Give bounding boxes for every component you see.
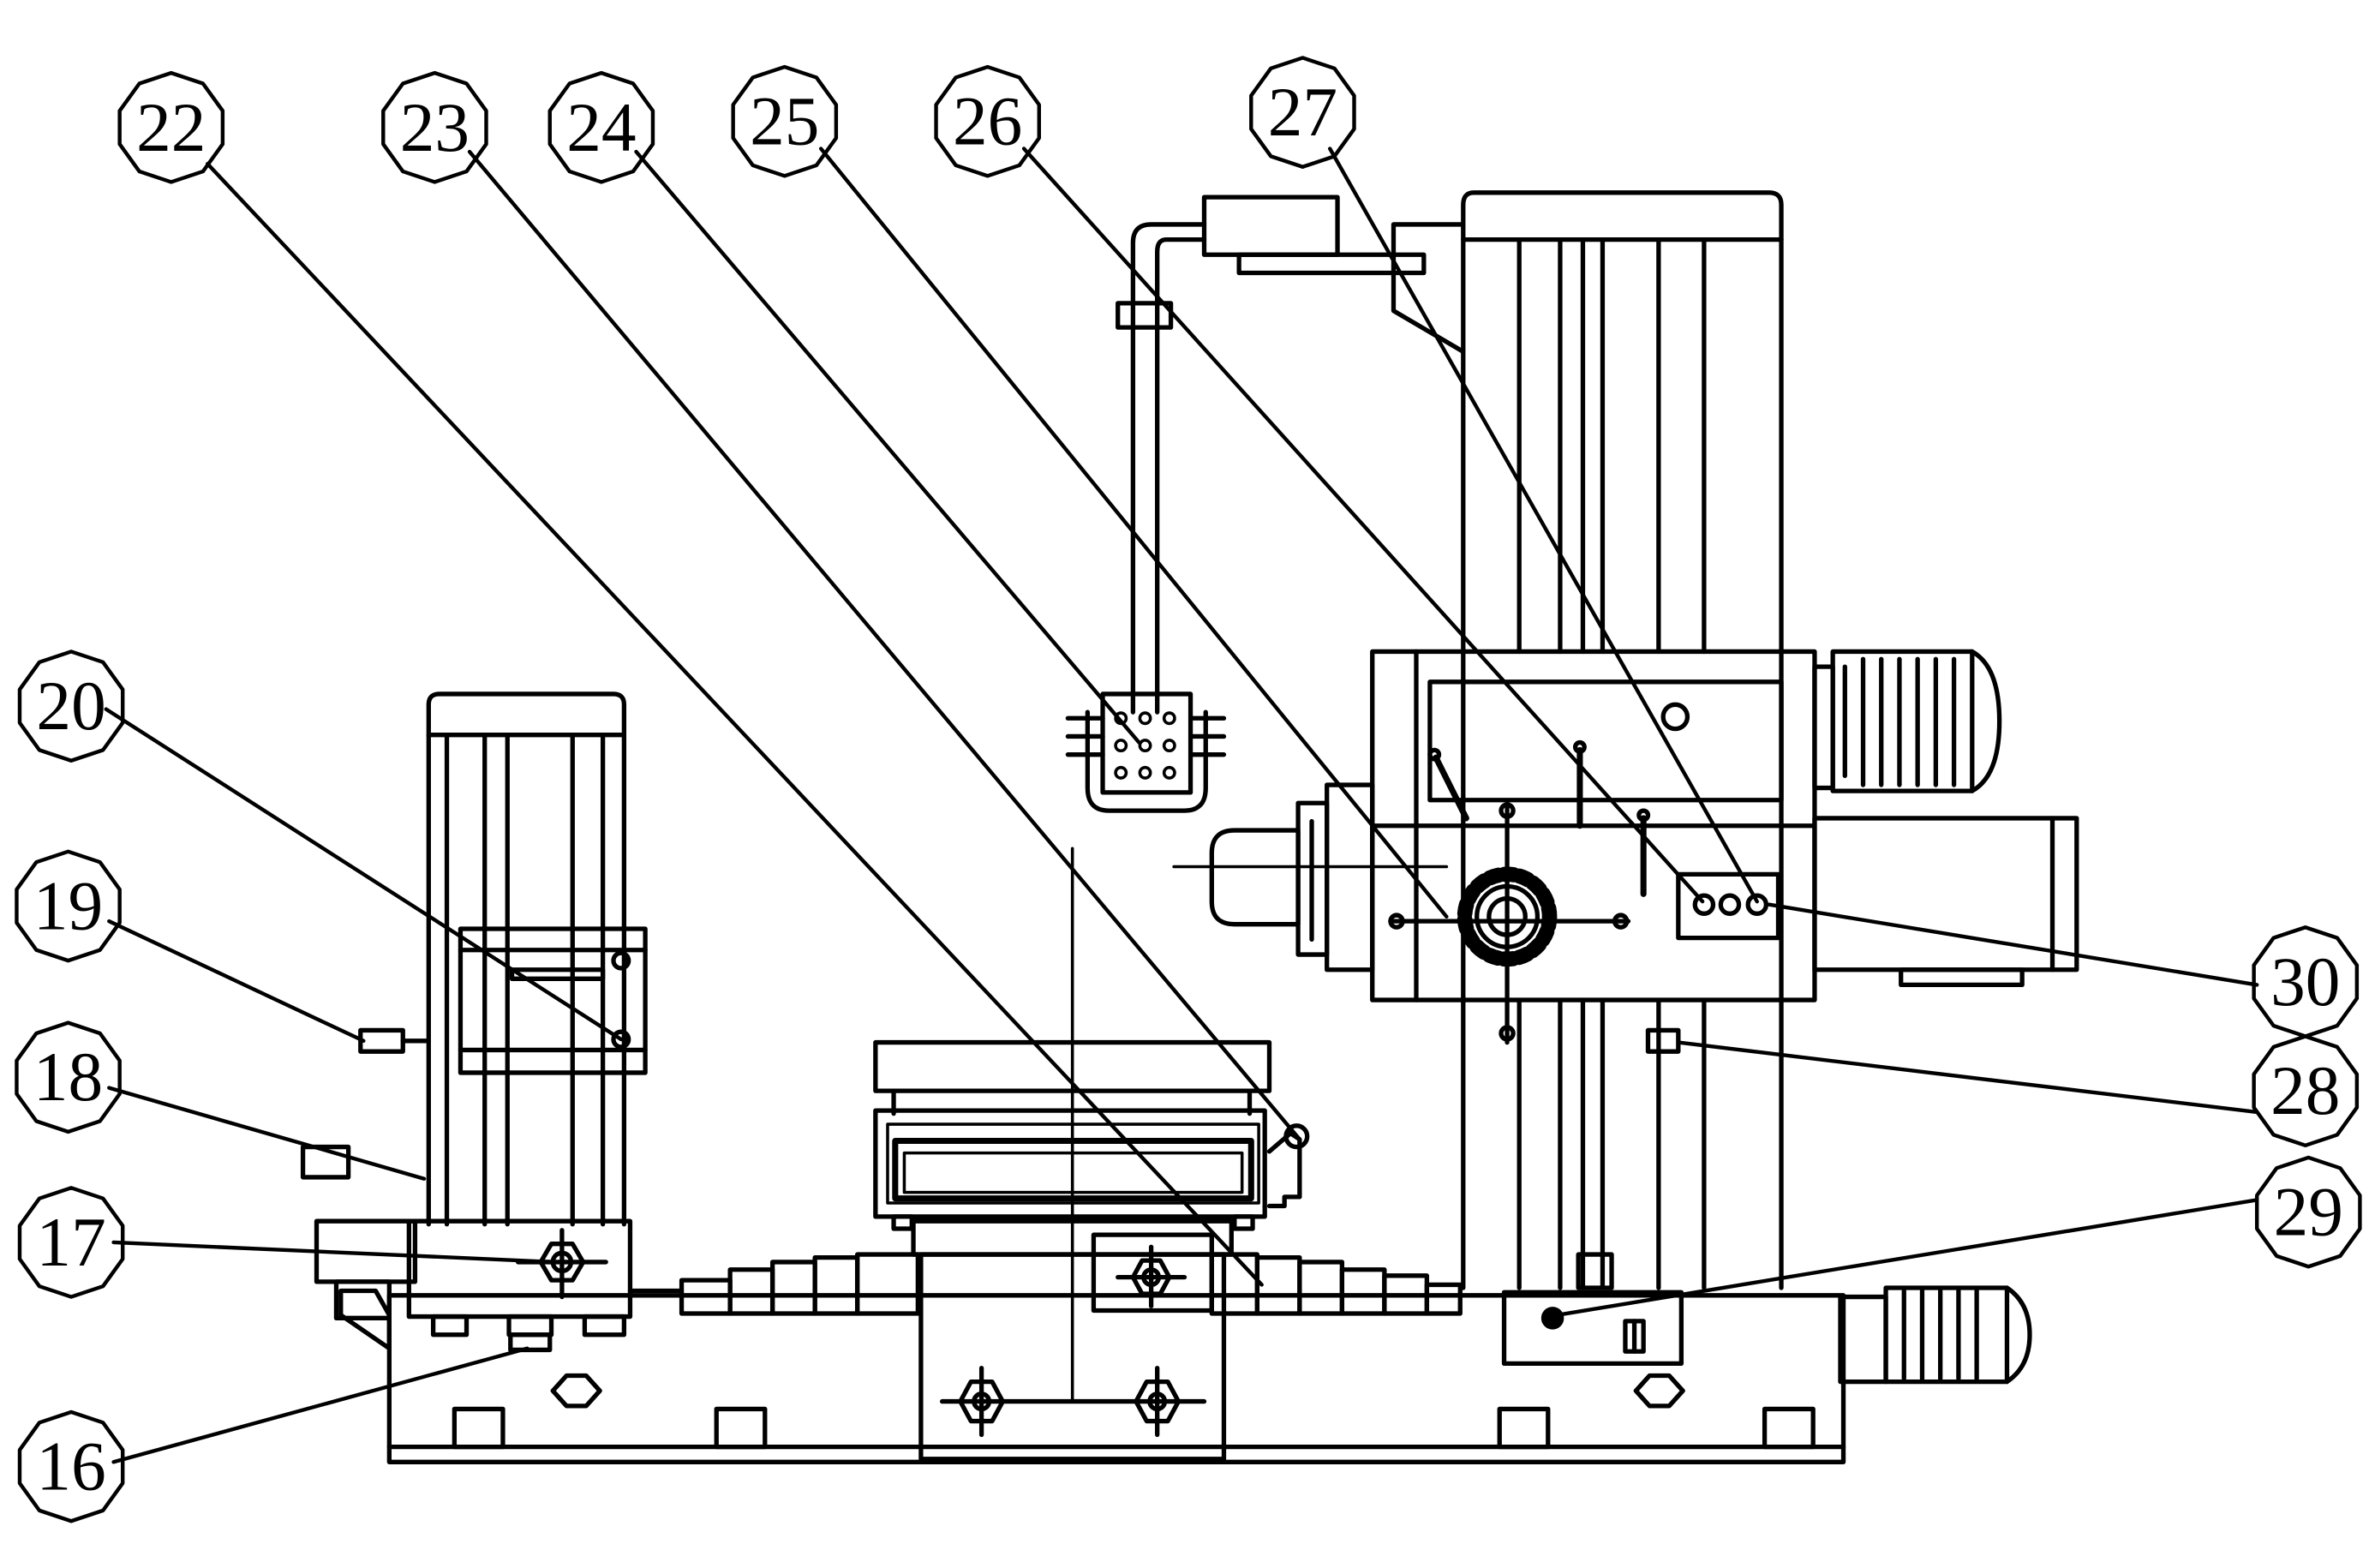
rotary-rack [679,1252,1463,1316]
base-motor [1501,1285,2032,1385]
sensor-18 [300,1144,351,1180]
callout-23-shape [381,70,488,184]
sensor-28 [1645,1027,1681,1054]
callout-17-shape [17,1186,125,1299]
sensor-19 [358,1027,405,1054]
base-foot [1762,1406,1816,1450]
callout-23-label: 23 [400,89,470,166]
callout-22-shape [117,70,225,184]
headstock [1370,649,1817,1002]
left-slide-carriage [458,926,648,1075]
callout-shapes [15,56,2362,1523]
callout-18-label: 18 [33,1038,103,1116]
callout-29-shape [2254,1155,2362,1269]
callout-16-shape [17,1409,125,1523]
left-column [426,691,627,1227]
callout-27-label: 27 [1268,74,1337,151]
callout-18-shape [15,1020,122,1134]
callout-20-shape [17,649,125,763]
headstock-motor [1812,649,2002,793]
base-bolt-icon [1633,1373,1685,1409]
base-foot [1497,1406,1551,1450]
left-column-foot [314,1218,685,1353]
callout-26-label: 26 [953,83,1022,160]
callout-19-label: 19 [33,867,103,944]
base-foot [452,1406,506,1450]
table-knob-icon [1116,1244,1187,1308]
feed-box [1812,816,2079,988]
base-bolt-icon [550,1373,602,1409]
callout-30-label: 30 [2270,943,2340,1020]
callout-28-label: 28 [2270,1052,2340,1129]
callout-19-shape [15,849,122,963]
left-adjust-knob-icon [515,1228,608,1300]
probe-head [1065,691,1227,813]
callout-16-label: 16 [36,1428,105,1505]
table-knob-icon [1134,1366,1182,1438]
right-column [1391,190,1784,1290]
callout-24-label: 24 [566,89,636,166]
callout-25-shape [731,64,839,178]
handwheel-icon [1388,800,1631,1045]
base-foot [714,1406,768,1450]
sensor-arm [1116,195,1427,715]
machine-base [338,1288,1846,1464]
leader-lines [104,147,2259,1464]
work-table [873,847,1310,1462]
callout-25-label: 25 [750,83,819,160]
spindle [1172,782,1449,973]
callout-20-label: 20 [36,667,105,745]
callout-27-shape [1249,56,1356,169]
callout-29-label: 29 [2274,1174,2343,1251]
callout-17-label: 17 [36,1204,105,1281]
callout-28-shape [2252,1034,2360,1148]
callout-22-label: 22 [136,89,206,166]
callout-24-shape [547,70,655,184]
table-knob-icon [958,1366,1006,1438]
callout-26-shape [934,64,1041,178]
